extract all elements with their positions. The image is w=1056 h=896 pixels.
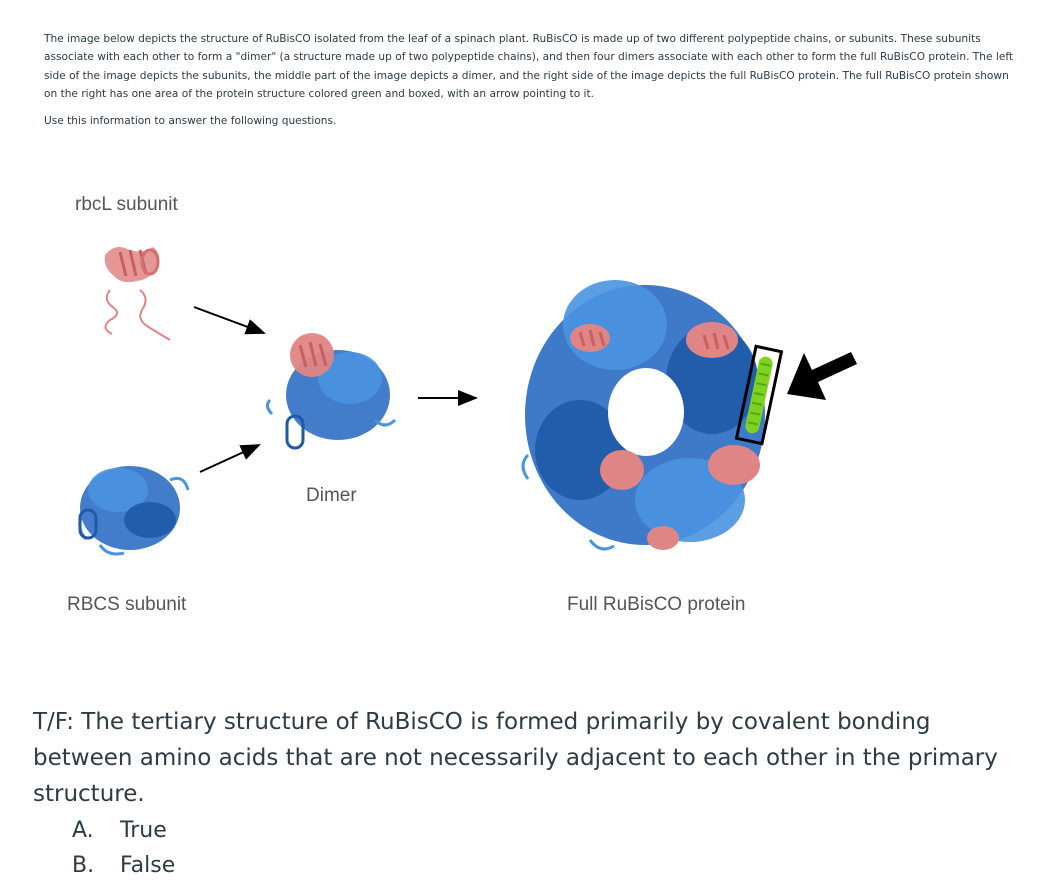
- choice-true[interactable]: A. True: [72, 813, 175, 848]
- question-text: T/F: The tertiary structure of RuBisCO i…: [33, 709, 998, 807]
- arrow-rbcs-to-dimer: [199, 444, 261, 473]
- intro-paragraph-1: The image below depicts the structure of…: [44, 33, 1014, 101]
- rbcs-subunit-structure: [78, 466, 190, 556]
- full-rubisco-structure: [521, 280, 765, 551]
- choice-false[interactable]: B. False: [72, 848, 175, 883]
- answer-choices: A. True B. False: [72, 813, 175, 883]
- rbcl-subunit-structure: [104, 247, 171, 341]
- choice-letter: A.: [72, 818, 94, 843]
- dimer-structure: [265, 333, 397, 450]
- rubisco-structure-image: [78, 247, 857, 556]
- rbcs-subunit-label: RBCS subunit: [67, 594, 187, 615]
- choice-letter: B.: [72, 853, 95, 878]
- choice-label: True: [120, 818, 167, 843]
- rubisco-figure: rbcL subunit RBCS subunit Dimer Full RuB…: [0, 150, 1056, 650]
- pointer-arrow: [787, 352, 857, 400]
- highlighted-region-box: [734, 344, 784, 446]
- choice-label: False: [120, 853, 176, 878]
- rbcl-subunit-label: rbcL subunit: [75, 194, 178, 215]
- intro-paragraph-2: Use this information to answer the follo…: [44, 114, 337, 127]
- dimer-label: Dimer: [306, 485, 357, 506]
- full-rubisco-label: Full RuBisCO protein: [567, 594, 746, 615]
- intro-text: The image below depicts the structure of…: [44, 30, 1024, 130]
- arrow-rbcl-to-dimer: [193, 306, 266, 335]
